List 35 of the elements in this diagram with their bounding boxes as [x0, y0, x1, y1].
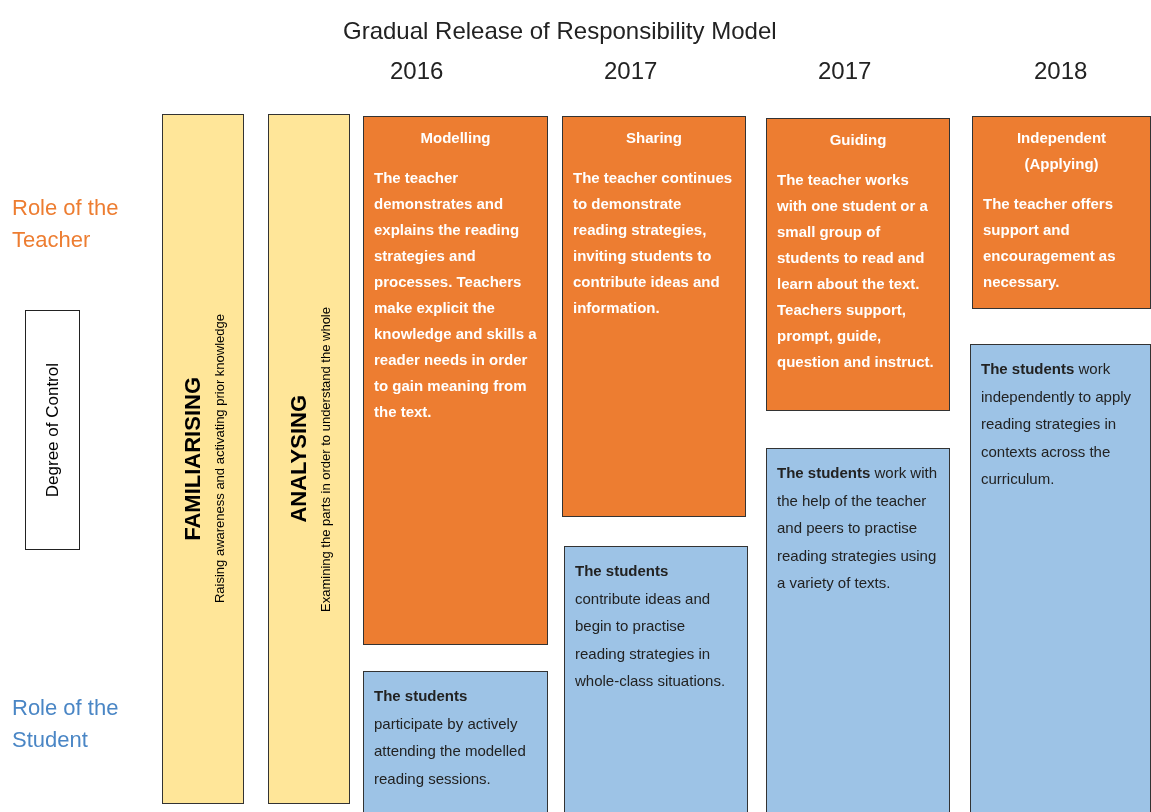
- box-text: The teacher continues to demonstrate reading strategies, inviting students to contribute ideas and information.: [573, 168, 734, 318]
- box-text: The students work with the help of the teacher and peers to practise reading strategies using a variety of texts.: [777, 463, 939, 593]
- student-role-box: [564, 546, 748, 812]
- year-label: 2017: [604, 56, 658, 86]
- box-text: Degree of Control: [42, 362, 63, 498]
- box-text: The teacher works with one student or a small group of students to read and learn about the text. Teachers support, prompt, guide, question and instruct.: [777, 170, 935, 372]
- phase-heading: ANALYSING: [285, 395, 312, 523]
- teacher-role-box: [766, 118, 950, 411]
- box-text: The teacher demonstrates and explains the reading strategies and processes. Teachers make explicit the knowledge and skills a reader needs in order to gain meaning from the text.: [374, 168, 537, 422]
- box-text: The teacher offers support and encouragement as necessary.: [983, 194, 1117, 292]
- student-role-box: [766, 448, 950, 812]
- teacher-role-box: [363, 116, 548, 645]
- box-heading: Independent (Applying): [1015, 128, 1108, 174]
- student-role-box: [970, 344, 1151, 812]
- year-label: 2016: [390, 56, 444, 86]
- box-heading: Guiding: [828, 130, 888, 150]
- teacher-role-box: [972, 116, 1151, 309]
- year-label: 2018: [1034, 56, 1088, 86]
- box-text: The students work independently to apply reading strategies in contexts across the curriculum.: [981, 359, 1133, 489]
- label-box: [25, 310, 80, 550]
- phase-bar: [268, 114, 350, 804]
- box-text: The students participate by actively attending the modelled reading sessions.: [374, 686, 527, 789]
- box-heading: Modelling: [419, 128, 492, 148]
- box-text: The students contribute ideas and begin to practise reading strategies in whole-class situations.: [575, 561, 727, 691]
- phase-bar: [162, 114, 244, 804]
- year-label: 2017: [818, 56, 872, 86]
- diagram-title: Gradual Release of Responsibility Model: [343, 17, 777, 45]
- row-label: Role of the Teacher: [12, 194, 120, 254]
- row-label: Role of the Student: [12, 694, 120, 754]
- phase-description: Raising awareness and activating prior knowledge: [211, 314, 227, 604]
- box-heading: Sharing: [625, 128, 683, 148]
- phase-heading: FAMILIARISING: [179, 377, 206, 541]
- student-role-box: [363, 671, 548, 812]
- teacher-role-box: [562, 116, 746, 517]
- phase-description: Examining the parts in order to understand the whole: [317, 306, 333, 612]
